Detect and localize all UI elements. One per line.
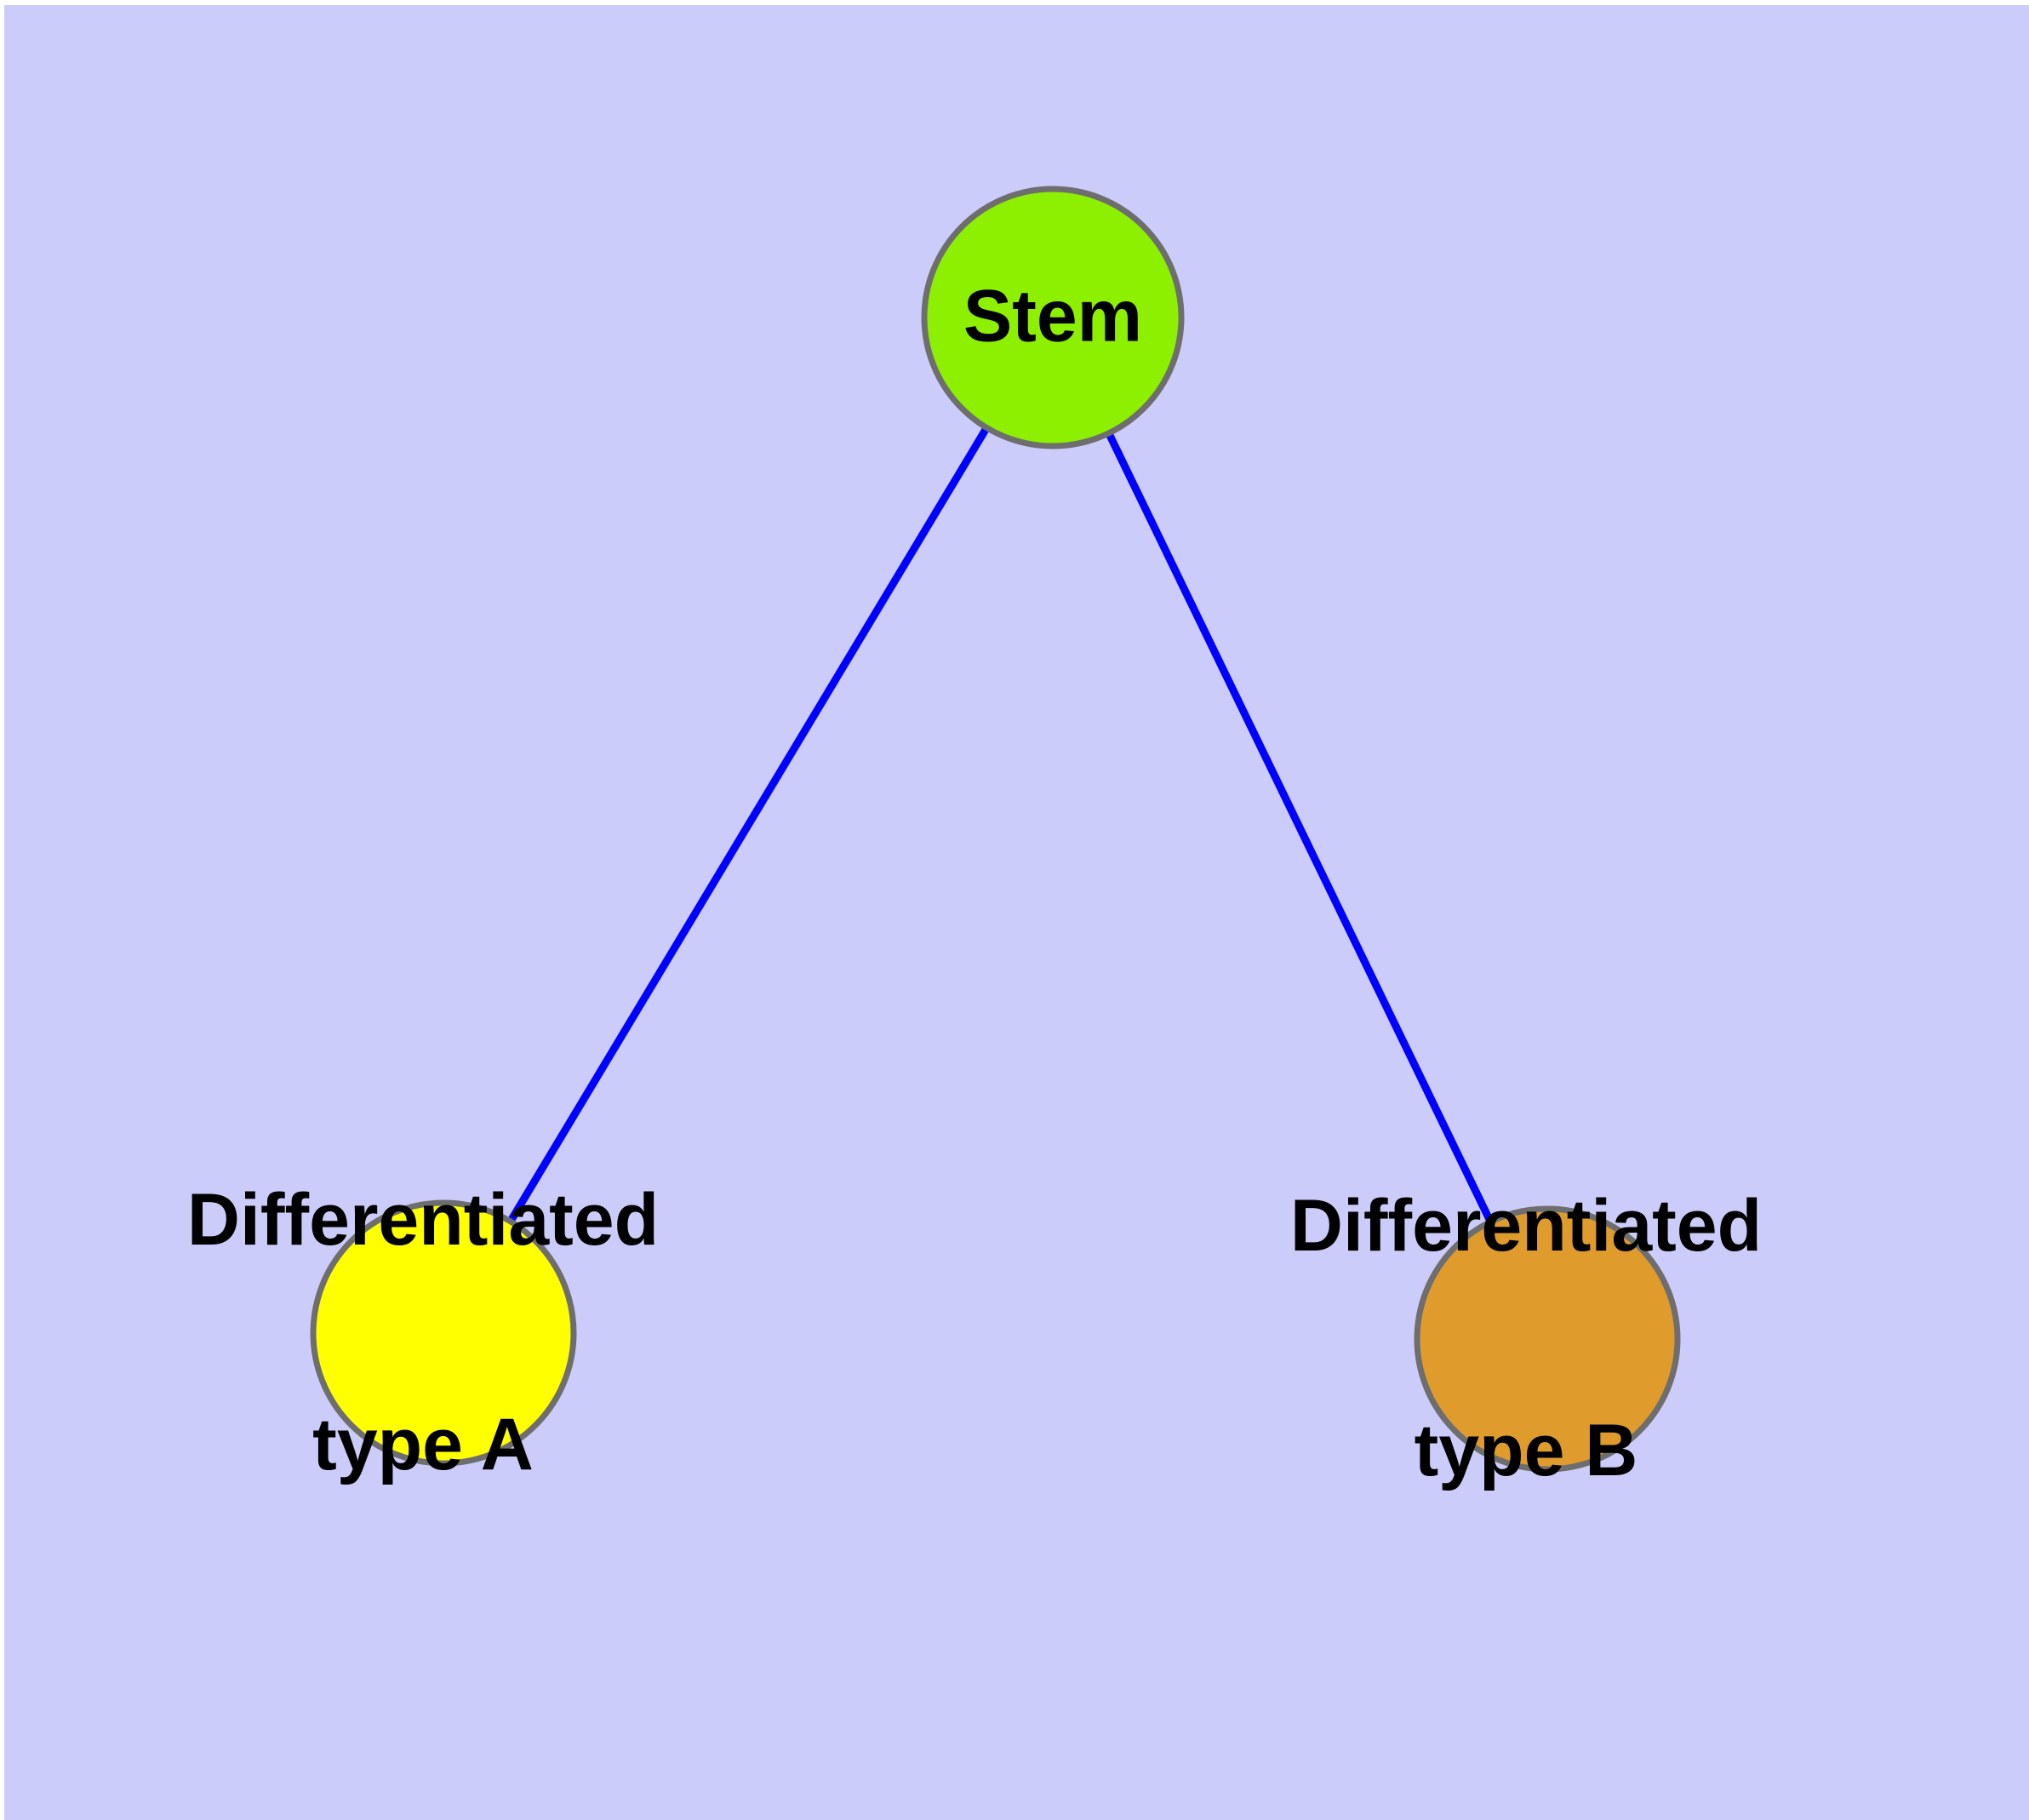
graph-node-stem[interactable] [921,186,1185,449]
graph-edge-stem-to-diff-b[interactable] [1049,316,1552,1341]
graph-edge-stem-to-diff-a[interactable] [440,315,1056,1336]
nodes-layer [310,186,1681,1473]
graph-node-diff-b[interactable] [1414,1205,1681,1473]
graph-node-diff-a[interactable] [310,1199,577,1467]
edges-layer [440,315,1552,1341]
